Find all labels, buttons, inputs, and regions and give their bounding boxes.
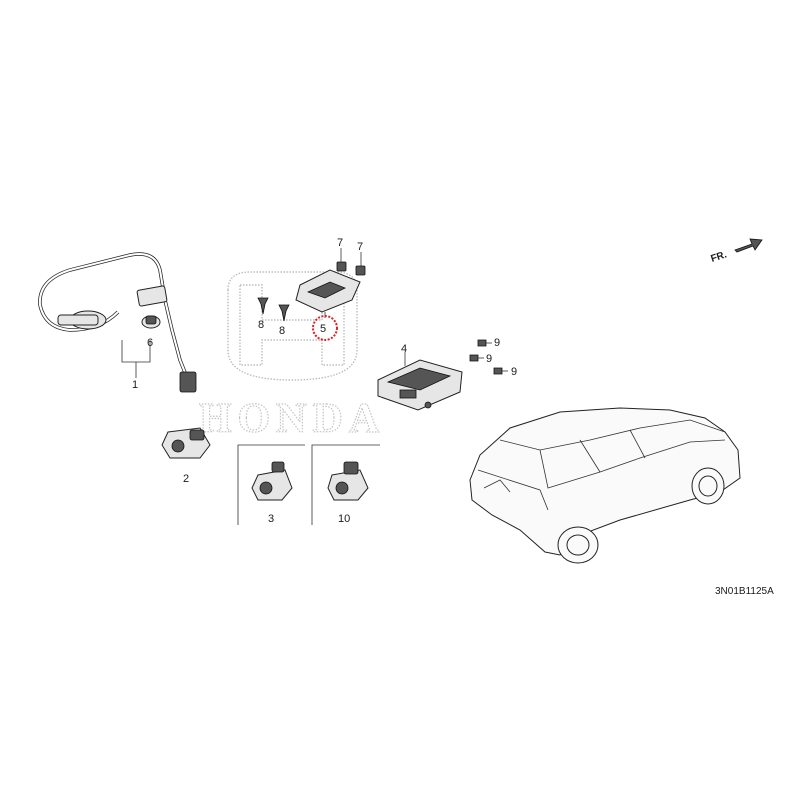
part-7-clips [336, 248, 366, 276]
direction-label: FR. [710, 249, 729, 265]
vehicle-illustration [469, 407, 741, 564]
watermark-text: HONDA [199, 396, 385, 442]
honda-watermark: HONDA [198, 271, 385, 443]
highlight-circle [312, 315, 338, 341]
part-1-harness [38, 252, 197, 393]
callout-7b: 7 [357, 241, 363, 253]
front-direction-indicator: FR. [710, 238, 763, 265]
part-8-screws [257, 297, 290, 322]
callout-8a: 8 [258, 319, 264, 331]
callout-4: 4 [401, 343, 407, 355]
callout-9a: 9 [494, 337, 500, 349]
callout-3: 3 [268, 513, 274, 525]
callout-labels: 1 2 3 4 5 6 7 7 8 8 9 9 9 10 [132, 237, 517, 525]
callout-7a: 7 [337, 237, 343, 249]
part-3-box [237, 444, 305, 525]
callout-9b: 9 [486, 353, 492, 365]
front-arrow-icon [734, 238, 763, 253]
part-10-box [311, 444, 380, 525]
callout-9c: 9 [511, 366, 517, 378]
callout-2: 2 [183, 473, 189, 485]
part-4-module [377, 352, 463, 411]
callout-8b: 8 [279, 325, 285, 337]
callout-5: 5 [320, 323, 326, 335]
part-9-bolts [469, 339, 508, 375]
part-2-camera [161, 427, 211, 459]
callout-6: 6 [147, 337, 153, 349]
part-6-clip [141, 315, 161, 329]
callout-1: 1 [132, 379, 138, 391]
part-5-bracket [295, 269, 361, 318]
diagram-code: 3N01B1125A [715, 586, 774, 597]
callout-10: 10 [338, 513, 350, 525]
